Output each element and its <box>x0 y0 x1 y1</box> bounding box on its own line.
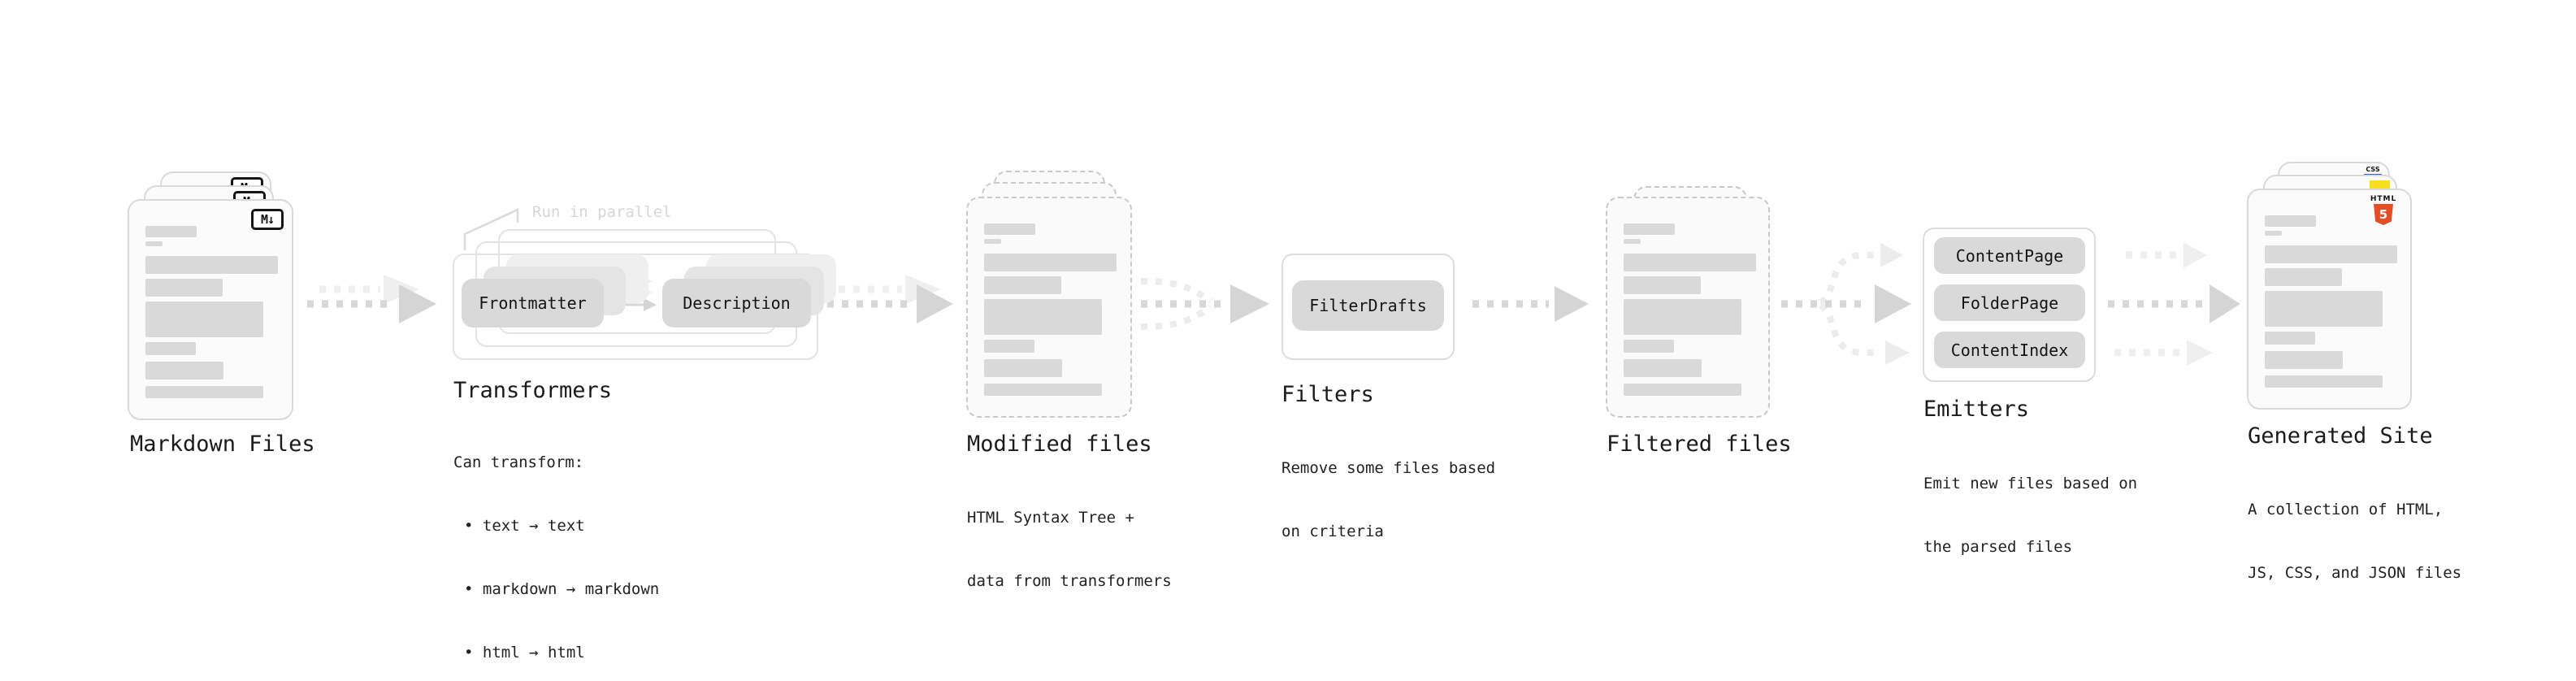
text-line-placeholder <box>2265 291 2383 327</box>
description-line: on criteria <box>1281 523 1384 540</box>
document-content <box>145 226 278 398</box>
description-bullet: • html → html <box>464 644 585 661</box>
html5-icon-shield: 5 <box>2374 204 2393 225</box>
text-line-placeholder <box>2265 351 2343 369</box>
stage-title-modified-files: Modified files <box>967 432 1152 457</box>
text-line-placeholder <box>2265 215 2316 227</box>
contentpage-box: ContentPage <box>1934 237 2085 274</box>
folderpage-box: FolderPage <box>1934 284 2085 321</box>
stage-title-generated-site: Generated Site <box>2248 423 2433 449</box>
description-line: Remove some files based <box>1281 459 1496 477</box>
description-line: Emit new files based on <box>1923 475 2138 492</box>
text-line-placeholder <box>145 362 223 380</box>
html5-icon: HTML 5 <box>2367 195 2400 225</box>
description-line: HTML Syntax Tree + <box>967 509 1134 527</box>
modified-file-front <box>966 197 1132 418</box>
markdown-icon: M↓ <box>251 209 284 230</box>
description-bullet: • markdown → markdown <box>464 580 660 598</box>
filterdrafts-box: FilterDrafts <box>1292 280 1444 331</box>
arrow-modified-to-filters <box>1140 278 1269 330</box>
description-line: data from transformers <box>967 572 1172 590</box>
text-line-placeholder <box>984 223 1035 235</box>
filters-description: Remove some files based on criteria <box>1281 415 1495 584</box>
description-line: JS, CSS, and JSON files <box>2248 564 2462 582</box>
text-line-placeholder <box>1624 299 1741 335</box>
description-line: A collection of HTML, <box>2248 501 2444 518</box>
text-line-placeholder <box>145 256 278 274</box>
markdown-file-front: M↓ <box>128 199 293 420</box>
run-in-parallel-label: Run in parallel <box>532 203 672 221</box>
emitters-description: Emit new files based on the parsed files <box>1923 431 2137 600</box>
filtered-file-front <box>1606 197 1770 418</box>
text-line-placeholder <box>984 254 1117 271</box>
text-line-placeholder <box>984 340 1034 353</box>
description-bullet: • text → text <box>464 517 585 535</box>
text-line-placeholder <box>145 279 223 297</box>
generated-description: A collection of HTML, JS, CSS, and JSON … <box>2248 457 2461 626</box>
arrow-filtered-to-emitters <box>1781 243 1911 365</box>
transformers-description: Can transform: • text → text • markdown … <box>453 410 659 681</box>
description-line: Can transform: <box>453 453 584 471</box>
modified-description: HTML Syntax Tree + data from transformer… <box>967 465 1172 634</box>
text-line-placeholder <box>1624 223 1675 235</box>
text-line-placeholder <box>984 359 1062 377</box>
text-line-placeholder <box>2265 231 2282 236</box>
text-line-placeholder <box>145 386 263 398</box>
document-content <box>1624 223 1756 396</box>
text-line-placeholder <box>1624 384 1741 396</box>
stage-title-filtered-files: Filtered files <box>1607 432 1792 457</box>
css-icon-label: CSS <box>2366 166 2380 173</box>
text-line-placeholder <box>1624 254 1756 271</box>
stage-title-filters: Filters <box>1281 382 1374 407</box>
document-content <box>984 223 1117 396</box>
text-line-placeholder <box>1624 359 1702 377</box>
arrow-emitters-to-generated <box>2108 242 2240 366</box>
description-box: Description <box>662 279 811 327</box>
generated-file-html: HTML 5 <box>2247 189 2412 410</box>
text-line-placeholder <box>984 299 1102 335</box>
description-line: the parsed files <box>1923 538 2073 556</box>
text-line-placeholder <box>984 384 1102 396</box>
js-icon <box>2370 180 2390 189</box>
contentindex-box: ContentIndex <box>1934 332 2085 368</box>
text-line-placeholder <box>984 239 1001 244</box>
text-line-placeholder <box>145 241 163 246</box>
stage-title-emitters: Emitters <box>1923 397 2030 422</box>
stage-title-markdown-files: Markdown Files <box>130 432 315 457</box>
html5-icon-label: HTML <box>2370 195 2397 203</box>
text-line-placeholder <box>145 226 197 237</box>
text-line-placeholder <box>2265 332 2315 345</box>
text-line-placeholder <box>2265 245 2397 263</box>
arrow-filters-to-filtered <box>1472 286 1589 322</box>
text-line-placeholder <box>1624 276 1701 294</box>
frontmatter-box: Frontmatter <box>462 279 604 327</box>
text-line-placeholder <box>1624 340 1674 353</box>
text-line-placeholder <box>145 342 196 355</box>
text-line-placeholder <box>2265 375 2383 388</box>
text-line-placeholder <box>984 276 1061 294</box>
arrow-transformers-to-modified <box>827 275 953 323</box>
arrow-markdown-to-transformers <box>307 275 436 323</box>
text-line-placeholder <box>1624 239 1641 244</box>
text-line-placeholder <box>145 301 263 337</box>
text-line-placeholder <box>2265 268 2342 286</box>
document-content <box>2265 215 2397 388</box>
stage-title-transformers: Transformers <box>453 378 613 403</box>
